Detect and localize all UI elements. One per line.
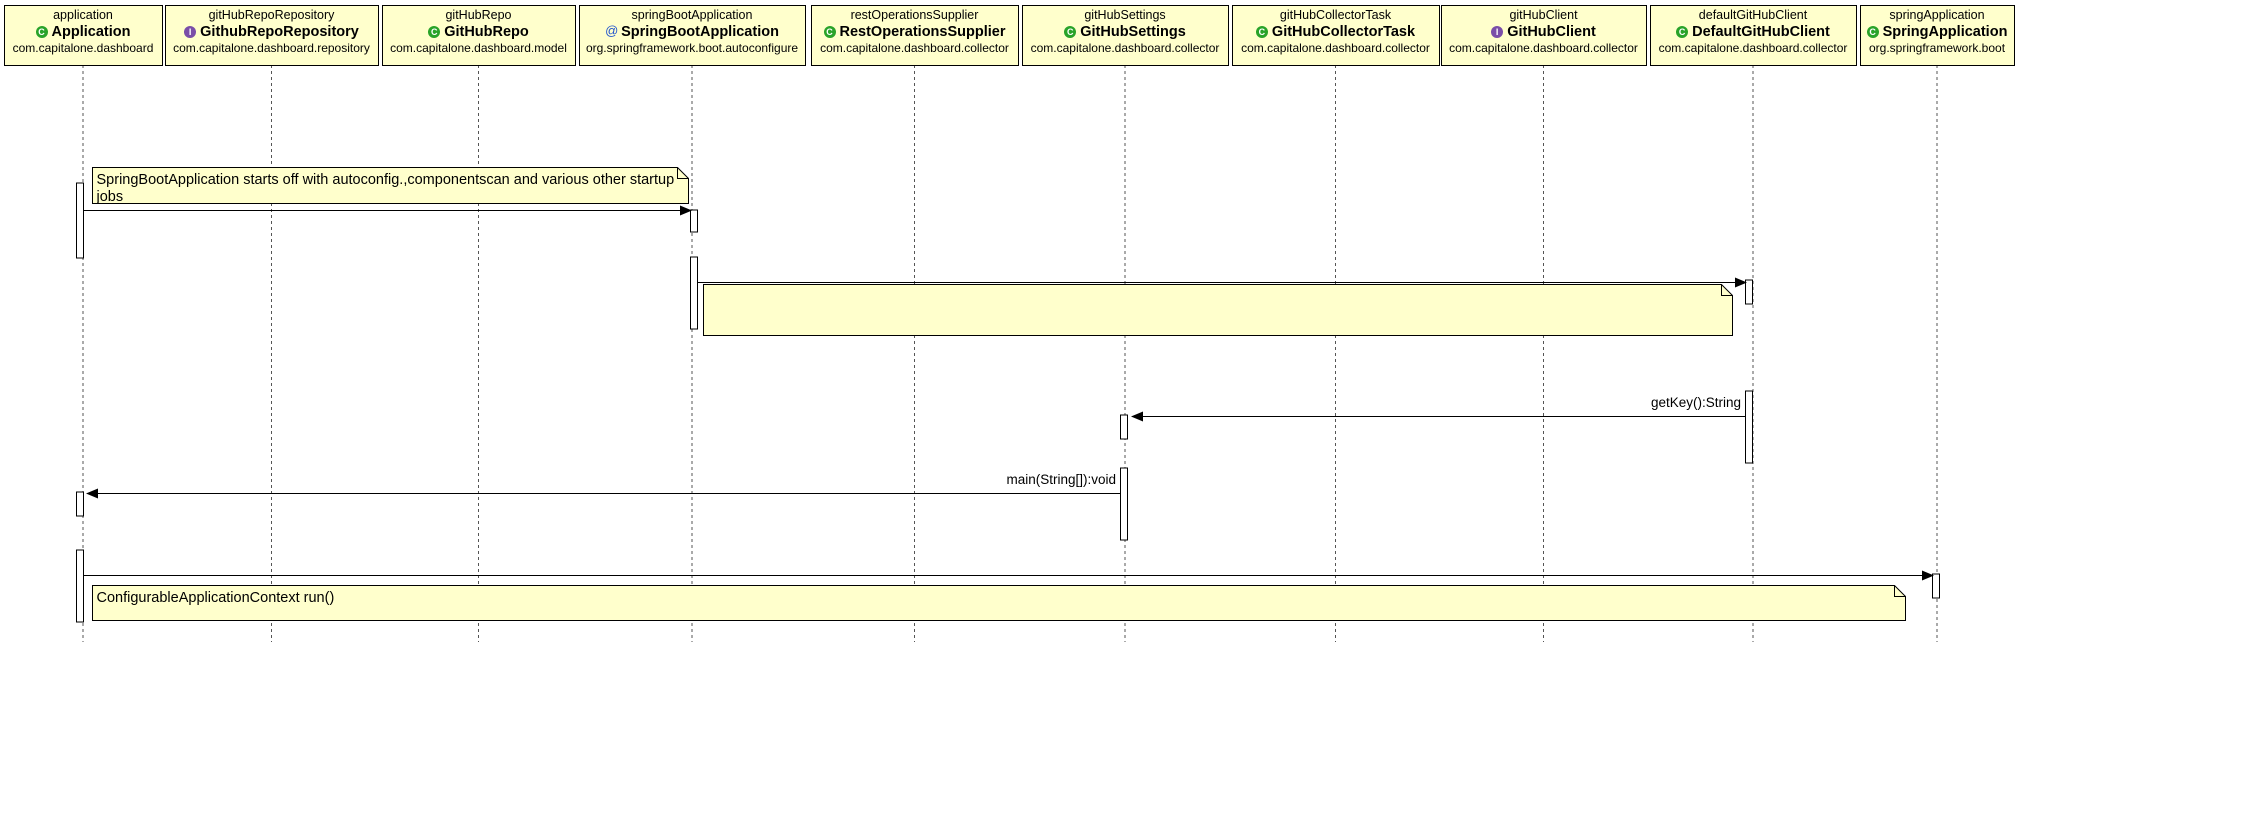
activation-bar [690, 209, 698, 233]
participant-box [382, 5, 576, 66]
activation-bar [76, 182, 84, 259]
message-label: main(String[]):void [1006, 472, 1116, 487]
note-text [708, 289, 1719, 332]
note-fold [1721, 284, 1733, 296]
participant-box [1650, 5, 1857, 66]
participant-box [1441, 5, 1647, 66]
participant-box [1232, 5, 1440, 66]
activation-bar [690, 256, 698, 330]
note-box [92, 167, 689, 204]
activation-bar [1745, 390, 1753, 464]
activation-bar [1745, 279, 1753, 305]
activation-bar [1120, 467, 1128, 541]
note-fold [677, 167, 689, 179]
activation-bar [1932, 573, 1940, 599]
participant-box [811, 5, 1019, 66]
participant-box [165, 5, 379, 66]
note-box [703, 284, 1733, 336]
message-label: getKey():String [1650, 395, 1741, 410]
activation-bar [76, 491, 84, 517]
participant-box [1860, 5, 2015, 66]
participant-box [1022, 5, 1229, 66]
participant-box [4, 5, 163, 66]
note-fold [1894, 585, 1906, 597]
activation-bar [76, 549, 84, 623]
note-box [92, 585, 1906, 621]
note-text: SpringBootApplication starts off with au… [96, 171, 675, 204]
activation-bar [1120, 414, 1128, 440]
note-text: ConfigurableApplicationContext run() [96, 589, 335, 606]
participant-box [579, 5, 806, 66]
